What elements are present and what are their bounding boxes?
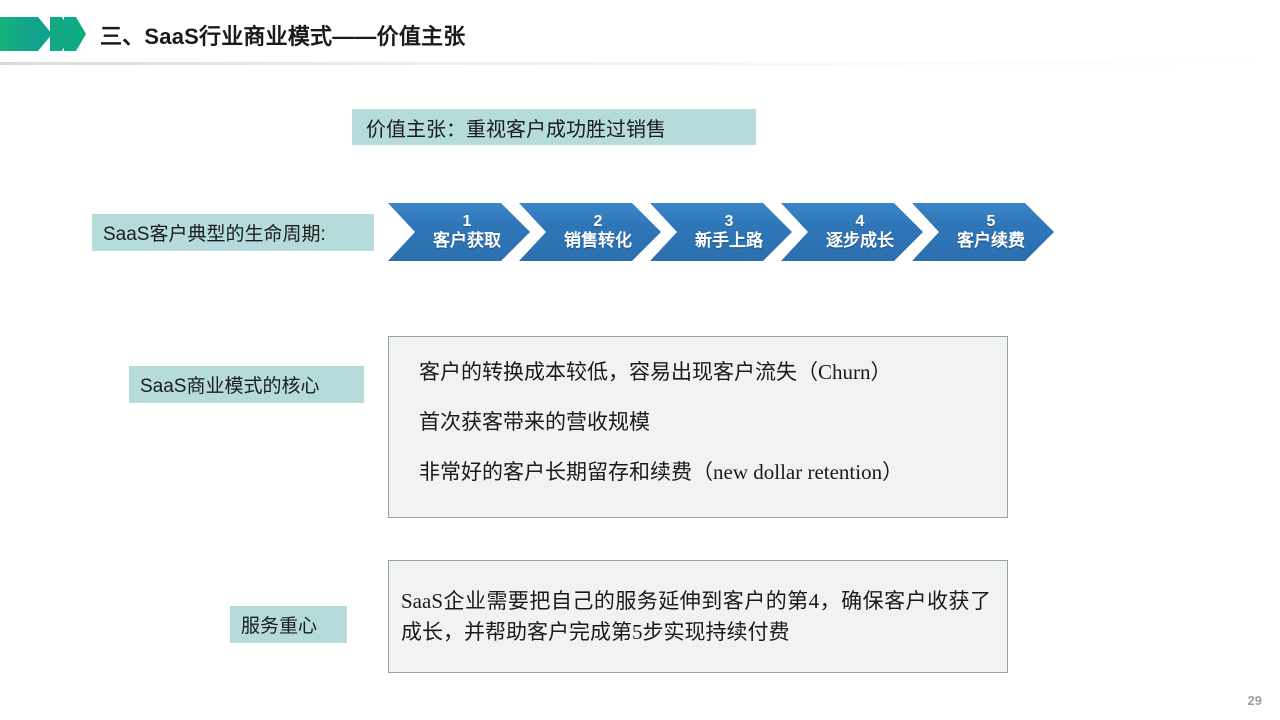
process-step-3-number: 3	[724, 213, 734, 230]
value-proposition-banner: 价值主张：重视客户成功胜过销售	[352, 109, 756, 145]
service-focus-paragraph: SaaS企业需要把自己的服务延伸到客户的第4，确保客户收获了成长，并帮助客户完成…	[401, 588, 991, 644]
lifecycle-label-text: SaaS客户典型的生命周期:	[103, 224, 326, 245]
process-step-4: 4 逐步成长	[781, 203, 923, 261]
service-focus-label-text: 服务重心	[241, 616, 318, 637]
core-model-line-1: 客户的转换成本较低，容易出现客户流失（Churn）	[419, 360, 892, 384]
core-model-content-box: 客户的转换成本较低，容易出现客户流失（Churn） 首次获客带来的营收规模 非常…	[388, 336, 1008, 518]
service-focus-label-chip: 服务重心	[230, 606, 347, 643]
lifecycle-process-diagram: 1 客户获取 2 销售转化 3 新手上路 4 逐步成长 5 客户续费	[388, 203, 1060, 265]
process-step-5: 5 客户续费	[912, 203, 1054, 261]
process-step-1-label: 客户获取	[433, 231, 501, 250]
process-step-2-number: 2	[593, 213, 603, 230]
process-step-3: 3 新手上路	[650, 203, 792, 261]
process-step-1-number: 1	[462, 213, 472, 230]
core-model-label-chip: SaaS商业模式的核心	[129, 366, 364, 403]
process-step-1: 1 客户获取	[388, 203, 530, 261]
process-step-4-number: 4	[855, 213, 865, 230]
process-step-5-label: 客户续费	[957, 231, 1025, 250]
green-chevron-icon	[0, 17, 88, 51]
process-step-2: 2 销售转化	[519, 203, 661, 261]
process-step-3-label: 新手上路	[695, 231, 763, 250]
value-proposition-banner-label: 价值主张：重视客户成功胜过销售	[366, 118, 666, 141]
chevron-arrow-2-icon	[64, 17, 86, 51]
lifecycle-label-chip: SaaS客户典型的生命周期:	[92, 214, 374, 251]
slide-header: 三、SaaS行业商业模式——价值主张	[0, 0, 1280, 65]
core-model-line-3: 非常好的客户长期留存和续费（new dollar retention）	[419, 460, 904, 484]
core-model-label-text: SaaS商业模式的核心	[140, 376, 320, 397]
page-number: 29	[1247, 693, 1262, 708]
page-title: 三、SaaS行业商业模式——价值主张	[100, 24, 466, 49]
process-step-2-label: 销售转化	[564, 231, 632, 250]
process-step-5-number: 5	[986, 213, 996, 230]
process-step-4-label: 逐步成长	[826, 231, 894, 250]
chevron-block-shape	[0, 17, 52, 51]
service-focus-content-box: SaaS企业需要把自己的服务延伸到客户的第4，确保客户收获了成长，并帮助客户完成…	[388, 560, 1008, 673]
core-model-line-2: 首次获客带来的营收规模	[419, 410, 650, 434]
header-divider	[0, 62, 1280, 65]
